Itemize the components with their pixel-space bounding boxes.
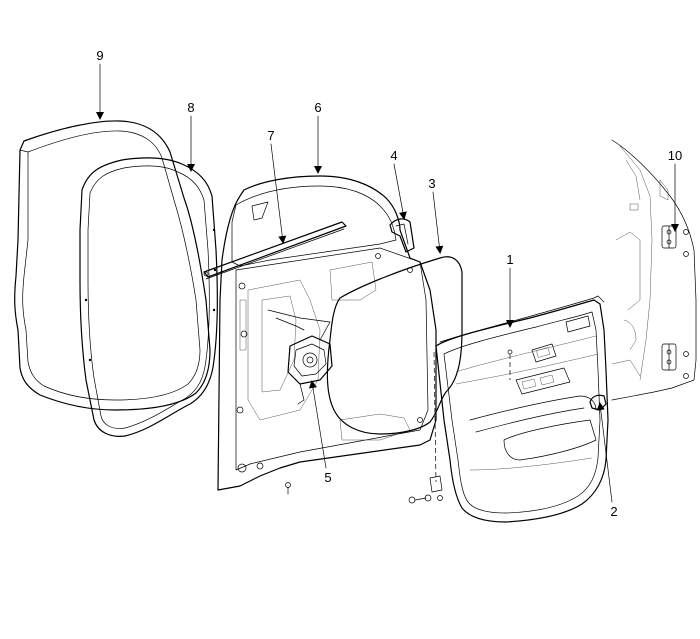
callout-10: 10: [668, 148, 682, 163]
weatherstrip-outer: [14, 120, 211, 411]
callout-4: 4: [390, 148, 397, 163]
door-hinge-lower: [661, 343, 689, 379]
window-regulator: [267, 309, 333, 405]
belt-weatherstrip: [203, 221, 347, 280]
trim-fasteners: [408, 475, 443, 504]
door-trim-panel: [435, 295, 609, 523]
leader-arrows: [96, 63, 679, 503]
frame-fasteners: [236, 253, 423, 473]
screw: [285, 482, 291, 495]
trim-cap: [589, 394, 607, 411]
door-hinge-upper: [661, 225, 689, 257]
weatherstrip-inner: [79, 157, 218, 437]
callout-3: 3: [428, 176, 435, 191]
callout-6: 6: [314, 100, 321, 115]
callout-labels: 9 8 6 7 4 3 1 5 2 10: [96, 48, 682, 519]
callout-1: 1: [506, 252, 513, 267]
guide-line: [433, 351, 437, 483]
body-side-pillar: [611, 139, 697, 401]
waterproof-sheet: [326, 256, 463, 435]
callout-8: 8: [187, 100, 194, 115]
callout-2: 2: [610, 504, 617, 519]
callout-5: 5: [324, 470, 331, 485]
callout-7: 7: [267, 128, 274, 143]
door-frame: [217, 175, 437, 495]
callout-9: 9: [96, 48, 103, 63]
weatherstrip-clips: [84, 228, 217, 362]
